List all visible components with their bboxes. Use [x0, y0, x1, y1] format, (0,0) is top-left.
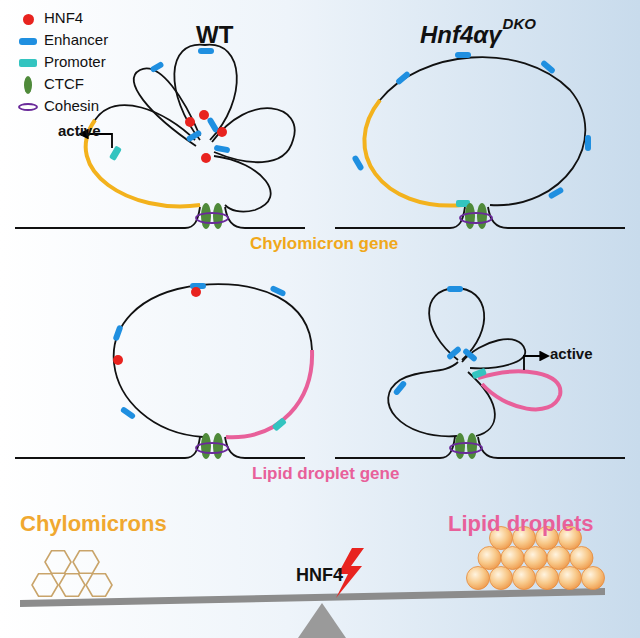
hnf4-dots [113, 110, 227, 365]
legend-swatch [23, 14, 34, 25]
factor-label: HNF4 [296, 566, 343, 586]
chylomicron-particles [32, 551, 112, 597]
legend-swatch [19, 38, 37, 45]
legend-swatch [24, 76, 32, 94]
lipid-droplet-gene [226, 350, 312, 437]
promoter-marks [109, 145, 487, 431]
lipid-droplet-gene [478, 372, 560, 410]
enhancer-marks [112, 48, 591, 420]
chylomicron-gene [86, 120, 200, 206]
transcription-arrow [524, 356, 548, 370]
active-label: active [550, 346, 593, 363]
gene-label: Lipid droplet gene [252, 465, 399, 484]
panel-title: WT [196, 22, 233, 48]
gene-label: Chylomicron gene [250, 235, 398, 254]
active-label: active [58, 123, 101, 140]
chromatin-loops [15, 45, 625, 458]
legend-swatch [18, 103, 38, 111]
legend-text: Cohesin [44, 98, 99, 115]
panel-title: Hnf4αγ [420, 22, 502, 48]
legend-text: Promoter [44, 54, 106, 71]
legend-swatch [19, 59, 37, 67]
fulcrum [298, 603, 346, 638]
legend-text: Enhancer [44, 32, 108, 49]
legend-text: CTCF [44, 76, 84, 93]
chylomicron-gene [364, 100, 463, 206]
outcome-label: Lipid droplets [448, 512, 593, 536]
outcome-label: Chylomicrons [20, 512, 167, 536]
ctcf-cohesin [196, 203, 492, 459]
legend-text: HNF4 [44, 10, 83, 27]
superscript: DKO [503, 16, 536, 33]
